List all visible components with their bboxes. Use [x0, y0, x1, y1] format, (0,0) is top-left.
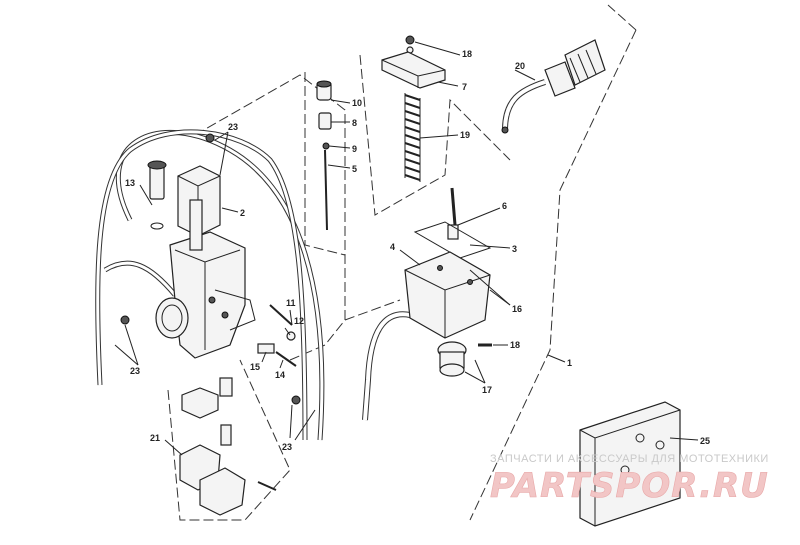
callout-15: 15 [250, 362, 260, 372]
watermark: ЗАПЧАСТИ И АКСЕССУАРЫ ДЛЯ МОТОТЕХНИКИ PA… [490, 453, 769, 506]
part-16-float-bowl [404, 251, 491, 339]
callout-8: 8 [352, 118, 357, 128]
jet-group-box [167, 359, 291, 521]
frame-top-link [607, 4, 637, 31]
watermark-brand: PARTSPOR.RU [490, 466, 769, 506]
callout-7: 7 [462, 82, 467, 92]
leader-lines [114, 41, 699, 456]
callout-21: 21 [150, 433, 160, 443]
part-7-top-cap [381, 51, 446, 89]
callout-23-left: 23 [130, 366, 140, 376]
callout-11: 11 [286, 298, 296, 308]
part-20-cable-fitting [501, 39, 606, 134]
watermark-tagline: ЗАПЧАСТИ И АКСЕССУАРЫ ДЛЯ МОТОТЕХНИКИ [490, 453, 769, 465]
callout-18-bowl: 18 [510, 340, 520, 350]
callout-17: 17 [482, 385, 492, 395]
callout-6: 6 [502, 201, 507, 211]
part-6-rod [447, 187, 459, 240]
callout-23-top: 23 [228, 122, 238, 132]
frame-boundary [469, 29, 637, 521]
part-3-gasket [413, 221, 492, 259]
callout-4: 4 [390, 242, 395, 252]
callout-23-bottom: 23 [282, 442, 292, 452]
part-5-needle [324, 149, 328, 231]
callout-20: 20 [515, 61, 525, 71]
cap-group-box [359, 54, 511, 216]
part-21-float-kit [179, 377, 277, 516]
callout-1: 1 [567, 358, 572, 368]
part-9-retainer [322, 142, 330, 150]
overflow-tube [362, 311, 411, 421]
callout-14: 14 [275, 370, 285, 380]
callout-18-top: 18 [462, 49, 472, 59]
vent-tube-short-inner [104, 261, 177, 296]
float-group-lines [344, 299, 401, 321]
part-13-screw [147, 160, 167, 230]
part-18-screw-top [405, 35, 415, 54]
callout-5: 5 [352, 164, 357, 174]
part-15-jet [257, 343, 275, 354]
part-11-screw [269, 304, 293, 326]
vent-tube-left-inner [96, 130, 307, 441]
callout-3: 3 [512, 244, 517, 254]
part-8-clip [318, 112, 332, 130]
part-14-screw [275, 351, 297, 367]
callout-25: 25 [700, 436, 710, 446]
part-23-fitting-bottom [291, 395, 301, 405]
callout-10: 10 [352, 98, 362, 108]
part-17-drain-plug [437, 341, 467, 377]
callout-19: 19 [460, 130, 470, 140]
carburetor-body [155, 199, 256, 359]
part-25-plate [579, 401, 681, 527]
callout-16: 16 [512, 304, 522, 314]
part-10-cap [316, 80, 332, 101]
part-23-fitting-top [205, 133, 215, 143]
vent-tube-short [103, 260, 177, 297]
callout-9: 9 [352, 144, 357, 154]
callout-2: 2 [240, 208, 245, 218]
callout-13: 13 [125, 178, 135, 188]
part-19-spring [404, 93, 421, 182]
needle-group-box [304, 72, 346, 256]
overflow-tube-inner [363, 312, 411, 421]
callout-labels: 1 2 3 4 5 6 7 8 9 10 11 12 13 14 15 16 1… [125, 49, 710, 452]
callout-12: 12 [294, 316, 304, 326]
part-23-fitting-left [120, 315, 130, 325]
